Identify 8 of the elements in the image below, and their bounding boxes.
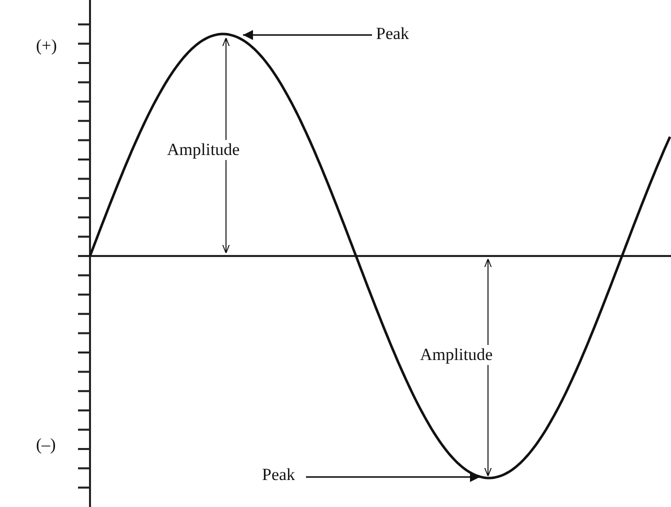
peak-label: Peak [376,24,410,44]
axis-label: (+) [36,36,57,56]
axis-label: Amplitude [167,140,240,160]
axis-label: (–) [36,435,56,455]
leader-arrow [306,472,480,482]
leader-arrow [243,30,372,40]
peak-label: Peak [262,465,296,485]
axis-label: Amplitude [420,345,493,365]
